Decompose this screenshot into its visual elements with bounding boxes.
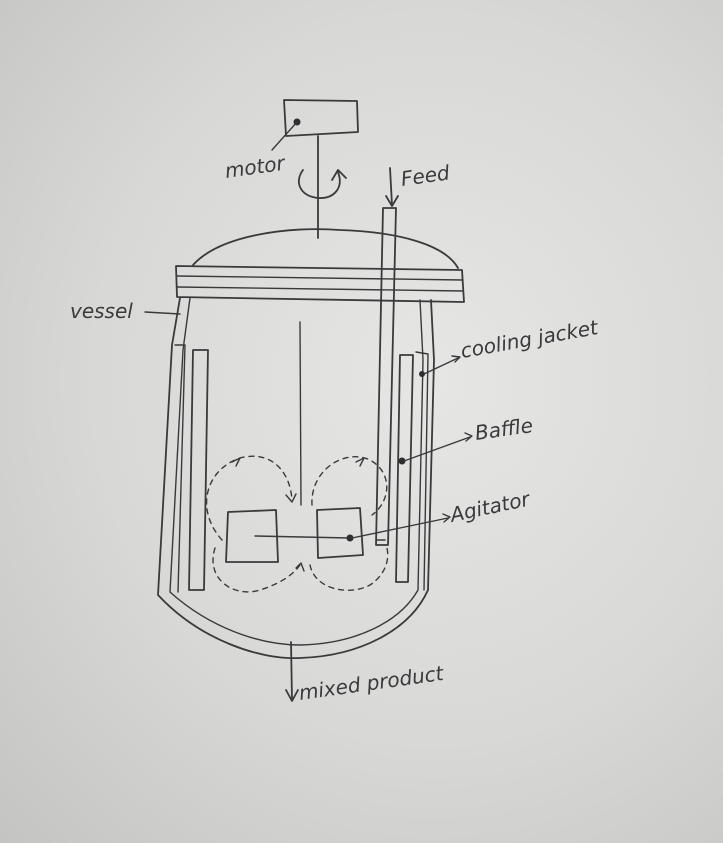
- impeller-hub: [255, 536, 350, 538]
- motor: [272, 100, 358, 150]
- outlet-line: [291, 642, 292, 700]
- rotation-arrow: [299, 170, 340, 198]
- flange-line-2: [177, 287, 463, 291]
- vessel-flange: [176, 266, 464, 302]
- label-mixed-product: mixed product: [297, 661, 446, 705]
- label-agitator: Agitator: [446, 486, 533, 527]
- flow-loop-right-lower: [310, 545, 388, 590]
- label-feed: Feed: [399, 160, 451, 191]
- label-cooling-jacket: cooling jacket: [459, 315, 601, 363]
- feed-arrow-line: [390, 168, 392, 205]
- label-motor: motor: [223, 151, 288, 183]
- baffle-left: [189, 350, 208, 590]
- vessel-leader: [145, 312, 180, 314]
- flange-line-1: [177, 276, 463, 280]
- motor-box: [284, 100, 358, 136]
- flow-loop-right-upper: [312, 457, 387, 515]
- vessel-lid-dome: [193, 229, 458, 268]
- impeller-right: [317, 508, 363, 558]
- flow-arrow-3: [296, 563, 304, 571]
- baffle-right: [396, 355, 413, 582]
- flow-arrow-4: [356, 458, 364, 466]
- label-baffle: Baffle: [473, 413, 534, 445]
- agitator-leader: [352, 518, 448, 538]
- cooling-jacket-leader: [424, 358, 458, 374]
- feed-pipe: [376, 208, 396, 545]
- label-vessel: vessel: [70, 299, 133, 323]
- flow-loop-left-upper: [207, 456, 292, 540]
- shaft-lower: [300, 322, 301, 505]
- flow-arrow-1: [232, 458, 240, 466]
- baffle-leader: [404, 437, 470, 461]
